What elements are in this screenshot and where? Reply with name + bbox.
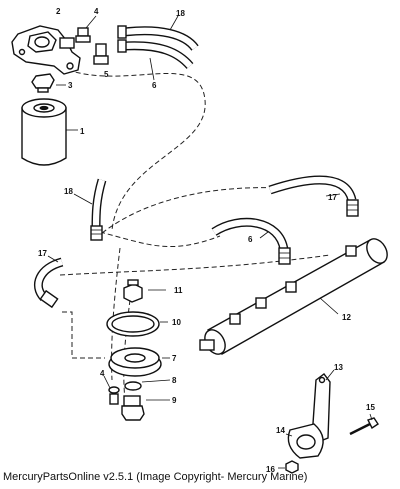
callout-8: 8: [172, 376, 177, 385]
callout-17-left: 17: [38, 249, 47, 258]
copyright-credit: MercuryPartsOnline v2.5.1 (Image Copyrig…: [3, 471, 308, 483]
fitting-top: [75, 15, 97, 43]
callout-18-top: 18: [176, 9, 185, 18]
callout-6-top: 6: [152, 81, 157, 90]
o-ring: [124, 379, 171, 391]
oil-cooler: [199, 238, 388, 355]
callout-13: 13: [334, 363, 343, 372]
callout-2: 2: [56, 7, 61, 16]
elbow-fitting: [93, 43, 109, 65]
callout-7: 7: [172, 354, 177, 363]
callout-15: 15: [366, 403, 375, 412]
callout-12: 12: [342, 313, 351, 322]
callout-16: 16: [266, 465, 275, 474]
callout-3: 3: [68, 81, 73, 90]
callout-11: 11: [174, 286, 183, 295]
bolt: [349, 413, 379, 436]
hose-17-left: [34, 255, 64, 309]
nut: [278, 460, 299, 474]
leader-6-top: [149, 57, 155, 81]
callout-4-lower: 4: [100, 369, 105, 378]
clamp: [285, 423, 324, 459]
hose-18-lower: [73, 178, 107, 241]
filter-adapter-bracket: [11, 25, 81, 75]
callout-10: 10: [172, 318, 181, 327]
callout-4-top: 4: [94, 7, 99, 16]
plug-11: [123, 279, 166, 303]
gasket-ring: [106, 311, 168, 337]
filter-base: [108, 347, 170, 377]
hose-17-right: [268, 175, 359, 217]
callout-14: 14: [276, 426, 285, 435]
callouts: 2 4 18 5 3 6 1 18 17 6 17 11 12 10 7 13 …: [38, 7, 375, 474]
callout-9: 9: [172, 396, 177, 405]
callout-6-lower: 6: [248, 235, 253, 244]
oil-filter: [21, 98, 78, 166]
callout-18-lower: 18: [64, 187, 73, 196]
hose-18-top: [117, 15, 199, 70]
routing-lines: [59, 69, 331, 421]
callout-5: 5: [104, 70, 109, 79]
fitting-4: [103, 375, 120, 405]
callout-1: 1: [80, 127, 85, 136]
hose-6-lower: [211, 217, 291, 265]
fitting-9: [121, 395, 170, 421]
callout-17-right: 17: [328, 193, 337, 202]
plug: [31, 73, 66, 93]
